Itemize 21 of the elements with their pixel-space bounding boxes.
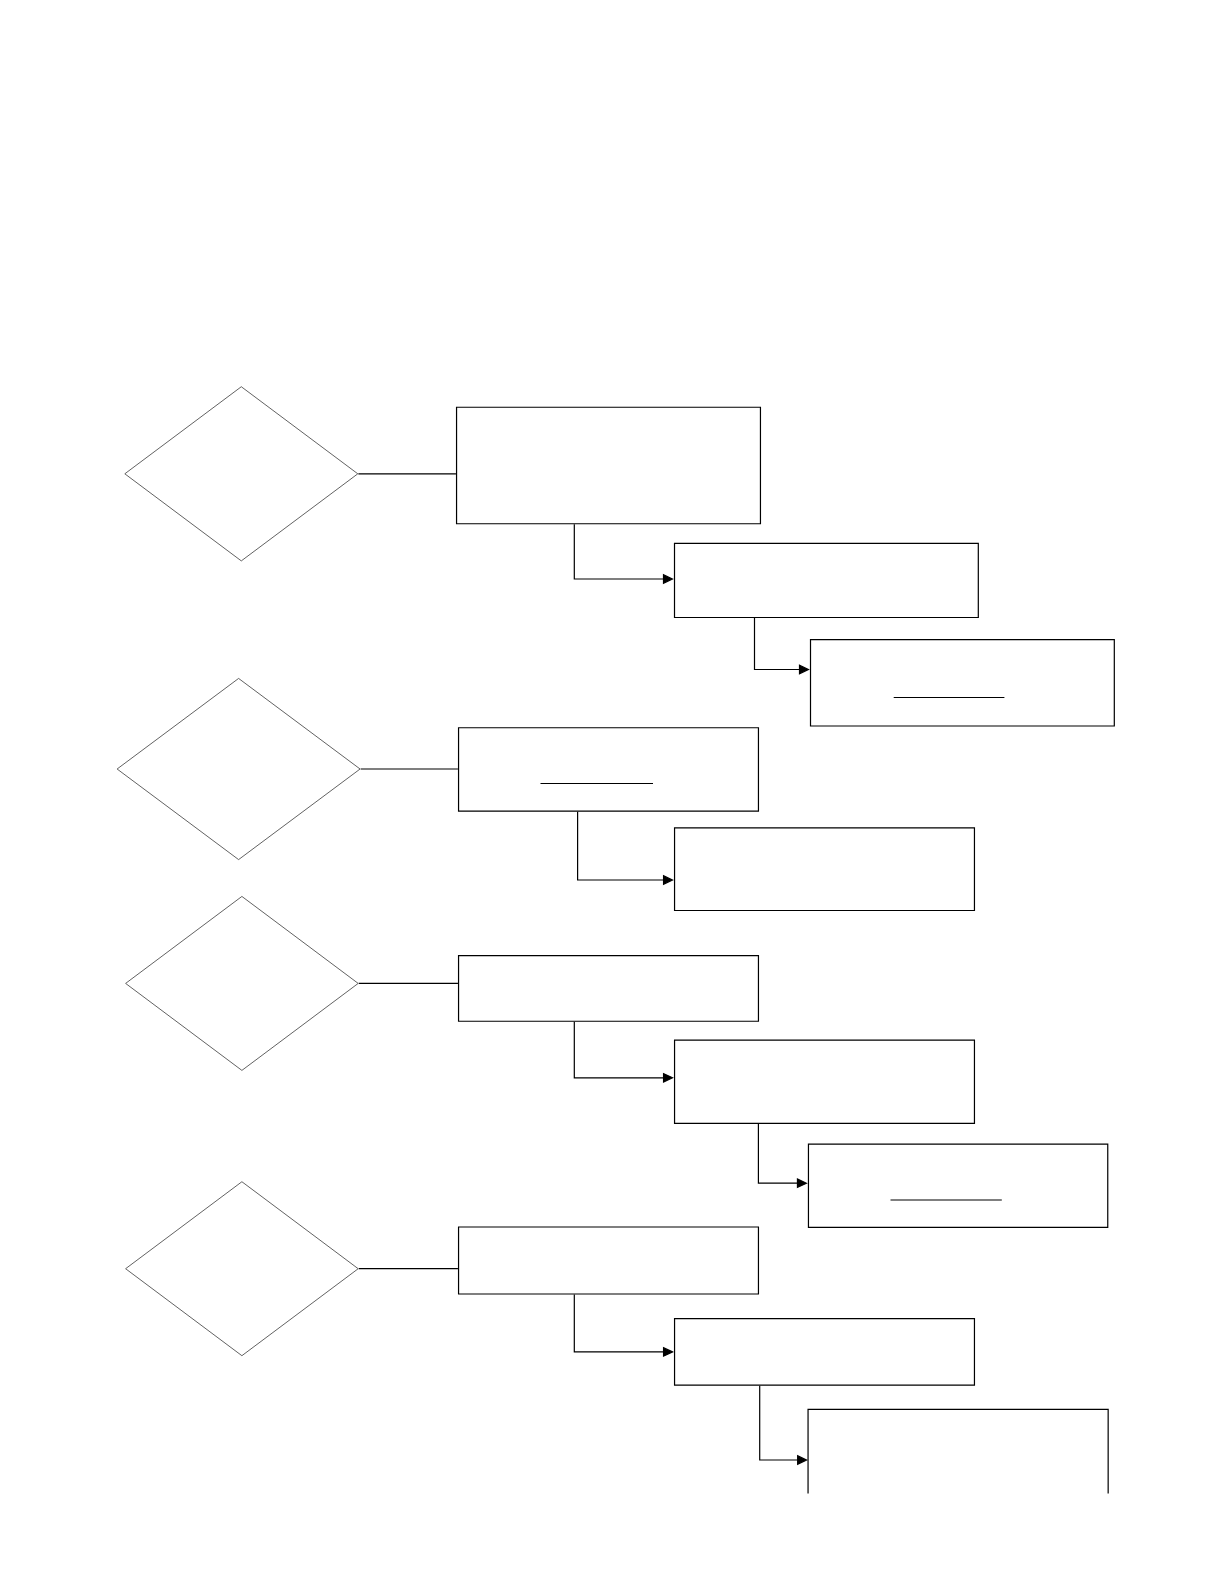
connector-line bbox=[358, 982, 459, 984]
process-box bbox=[673, 1039, 976, 1124]
arrow bbox=[573, 1021, 674, 1083]
arrow bbox=[753, 617, 810, 675]
process-box bbox=[457, 954, 760, 1022]
decision-diamond bbox=[124, 386, 359, 562]
connector-line bbox=[360, 768, 459, 770]
process-box bbox=[673, 827, 976, 912]
process-box bbox=[807, 1143, 1109, 1229]
process-box bbox=[809, 639, 1115, 727]
decision-diamond bbox=[125, 1181, 359, 1357]
process-box bbox=[457, 727, 760, 812]
process-box bbox=[807, 1408, 1109, 1494]
connector-line bbox=[357, 473, 457, 475]
decision-diamond bbox=[116, 678, 361, 860]
process-box bbox=[457, 1226, 760, 1295]
connector-line bbox=[358, 1268, 459, 1270]
process-box bbox=[455, 406, 762, 525]
decision-diamond bbox=[125, 896, 359, 1071]
process-box bbox=[673, 1318, 976, 1386]
process-box bbox=[673, 542, 979, 619]
